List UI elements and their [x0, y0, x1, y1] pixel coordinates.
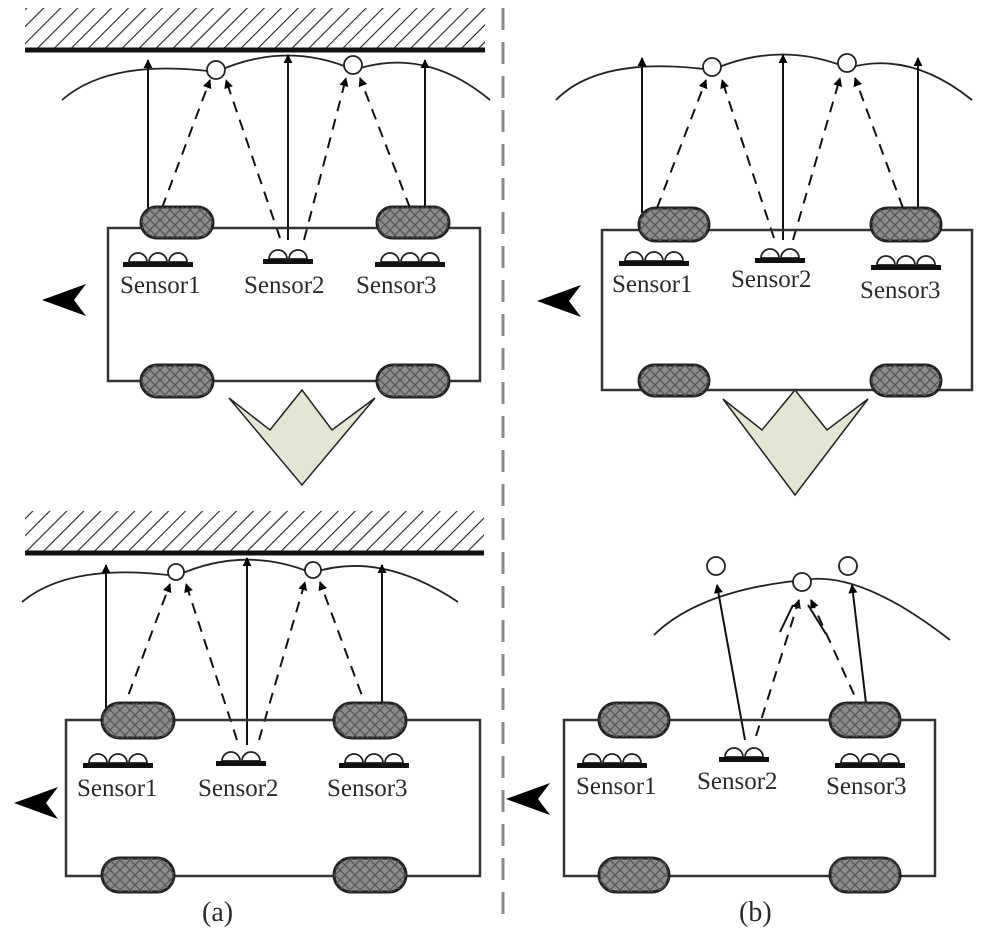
reflection-mark [779, 604, 794, 633]
detection-arcs [21, 558, 459, 603]
left-arrow-icon [14, 787, 58, 819]
obstacle-point-icon [838, 556, 858, 576]
reflected-ray [810, 599, 863, 713]
reflection-mark [807, 604, 827, 635]
sensor-icon [216, 751, 266, 766]
wheel-icon [869, 363, 943, 398]
sensor-labels: Sensor1 Sensor2 Sensor3 Sensor1 Sensor2 … [77, 266, 941, 802]
reflected-ray [755, 599, 801, 737]
sensor-icon [339, 753, 409, 768]
obstacle-point-icon [702, 57, 722, 77]
panels-layer [14, 8, 974, 894]
obstacle-point-icon [706, 556, 726, 576]
sensor-label: Sensor2 [697, 768, 778, 795]
wheel-icon [637, 206, 711, 243]
left-arrow-icon [506, 783, 550, 815]
sensor-icon [835, 753, 905, 768]
reflected-ray [258, 581, 308, 741]
obstacle-point-icon [837, 53, 857, 73]
wheel-icon [139, 205, 215, 240]
reflected-ray [656, 79, 708, 209]
down-arrow-icon [228, 388, 376, 487]
caption-b: (b) [739, 897, 772, 928]
wheel-icon [332, 701, 408, 740]
reflected-ray [184, 583, 238, 741]
reflected-ray [224, 79, 281, 239]
detection-arcs [555, 53, 973, 101]
robot-chassis [64, 718, 482, 878]
sensor-label: Sensor1 [612, 271, 693, 298]
wall-hatch [25, 511, 484, 553]
caption-a: (a) [202, 897, 233, 928]
obstacle-point-icon [206, 60, 226, 80]
down-arrow-icon [722, 388, 869, 497]
wheel-icon [139, 363, 215, 399]
obstacle-point-icon [792, 572, 812, 592]
sensor-icon [871, 255, 941, 270]
wheel-icon [637, 363, 711, 398]
wheel-icon [597, 856, 671, 894]
wheel-icon [375, 363, 451, 399]
sensor-label: Sensor3 [356, 272, 437, 299]
sensor-icon [375, 252, 445, 267]
direct-ray [848, 584, 869, 721]
reflected-ray [792, 77, 843, 241]
sensor-icon [719, 747, 769, 762]
left-arrow-icon [537, 285, 581, 317]
wheel-icon [100, 701, 176, 740]
reflected-ray [720, 79, 775, 239]
wall [25, 511, 484, 556]
obstacle-point-icon [167, 563, 185, 581]
wheel-icon [828, 701, 902, 739]
reflected-ray [318, 581, 369, 713]
robot-chassis [562, 718, 937, 878]
sensor-icon [619, 251, 689, 266]
sensor-icon [263, 249, 313, 264]
obstacle-point-icon [304, 561, 322, 579]
wheel-icon [828, 856, 902, 894]
robot-chassis [600, 228, 974, 392]
obstacle-point-icon [343, 55, 363, 75]
wheel-icon [100, 856, 176, 894]
direct-ray [714, 584, 746, 741]
sensor-label: Sensor1 [576, 773, 657, 800]
sensor-label: Sensor3 [826, 773, 907, 800]
reflected-ray [161, 79, 212, 209]
arc-path [555, 53, 973, 101]
wheel-icon [332, 856, 408, 894]
sensor-icon [755, 248, 805, 263]
sensor-label: Sensor3 [327, 775, 408, 802]
sensor-label: Sensor2 [731, 266, 812, 293]
sensor-icon [123, 252, 193, 267]
sensor-label: Sensor3 [860, 277, 941, 304]
robot-chassis [106, 226, 482, 383]
sensor-icon [83, 753, 153, 768]
sensor-label: Sensor2 [244, 272, 325, 299]
reflected-ray [358, 77, 411, 209]
wall-hatch [25, 8, 485, 50]
wheel-icon [375, 205, 451, 240]
reflected-ray [121, 583, 172, 713]
arc-path [21, 558, 459, 603]
reflected-ray [853, 77, 904, 209]
reflected-ray [303, 77, 349, 241]
wall [25, 8, 485, 53]
sensor-label: Sensor1 [77, 775, 158, 802]
wheel-icon [597, 701, 671, 739]
left-arrow-icon [42, 284, 86, 316]
sensor-label: Sensor2 [198, 775, 279, 802]
sensor-icon [577, 753, 647, 768]
sensor-label: Sensor1 [120, 272, 201, 299]
wheel-icon [869, 206, 943, 243]
